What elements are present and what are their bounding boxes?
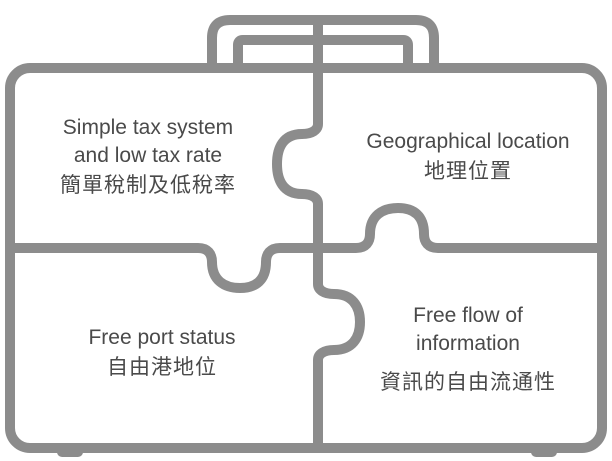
briefcase-body (5, 63, 607, 453)
puzzle-divider-horizontal-right (313, 203, 607, 253)
geographical-location-chinese: 地理位置 (424, 159, 512, 183)
geographical-location-title: Geographical location (366, 130, 569, 153)
free-flow-title-line2: information (416, 332, 520, 355)
puzzle-divider-vertical-upper (272, 15, 323, 249)
simple-tax-title-line2: and low tax rate (74, 144, 222, 167)
puzzle-piece-free-port: Free port status 自由港地位 (88, 326, 235, 379)
puzzle-piece-geographical-location: Geographical location 地理位置 (366, 130, 569, 183)
simple-tax-title-line1: Simple tax system (63, 116, 233, 139)
puzzle-divider-vertical-lower (313, 243, 365, 453)
puzzle-piece-simple-tax: Simple tax system and low tax rate 簡單稅制及… (60, 116, 236, 197)
simple-tax-title-chinese: 簡單稅制及低稅率 (60, 173, 236, 197)
free-flow-title-chinese: 資訊的自由流通性 (380, 370, 556, 394)
free-port-title: Free port status (88, 326, 235, 349)
puzzle-piece-free-flow-information: Free flow of information 資訊的自由流通性 (380, 304, 556, 394)
free-port-chinese: 自由港地位 (107, 355, 217, 379)
free-flow-title-line1: Free flow of (413, 304, 523, 327)
puzzle-divider-horizontal-left (5, 243, 323, 293)
